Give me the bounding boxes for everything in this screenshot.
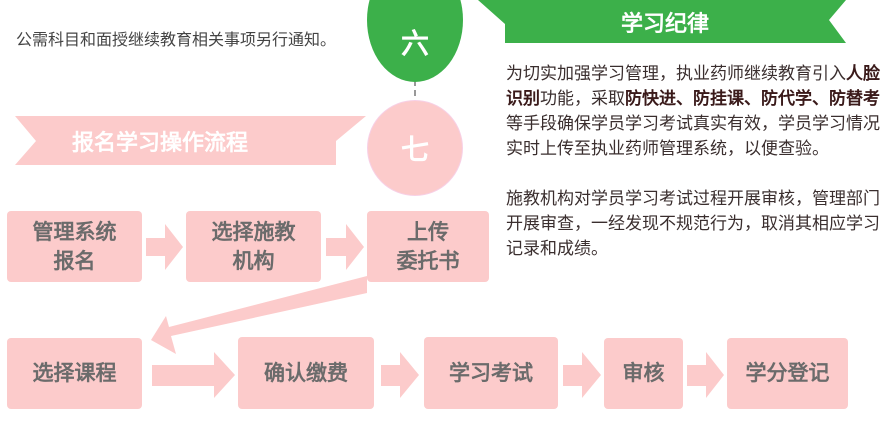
arrow-right: [152, 352, 235, 398]
highlight-text: 人脸识别: [506, 64, 880, 109]
text: 为切实加强学习管理，执业药师继续教育引入: [506, 64, 846, 84]
arrow-right: [563, 352, 601, 398]
discipline-paragraph-1: 为切实加强学习管理，执业药师继续教育引入人脸识别功能，采取防快进、防挂课、防代学…: [506, 62, 881, 162]
flow-step-register: 管理系统报名: [7, 211, 142, 282]
flow-step-study-exam: 学习考试: [424, 337, 558, 409]
discipline-banner-shape: [478, 0, 846, 43]
text: 功能，采取: [540, 89, 625, 109]
notice-text: 公需科目和面授继续教育相关事项另行通知。: [16, 30, 337, 49]
arrow-right: [146, 224, 183, 270]
step-label: 委托书: [396, 248, 460, 273]
step-label: 机构: [232, 248, 275, 273]
registration-banner-shape: [15, 116, 366, 165]
highlight-text: 防快进、防挂课、防代学、防替考: [625, 89, 880, 109]
flow-step-select-course: 选择课程: [7, 338, 142, 409]
dashed-connector: [414, 70, 416, 96]
step-label: 管理系统: [32, 219, 117, 244]
text: 等手段确保学员学习考试真实有效，学员学习情况实时上传至执业药师管理系统，以便查验…: [506, 114, 880, 159]
arrow-right: [381, 352, 419, 398]
discipline-paragraph-2: 施教机构对学员学习考试过程开展审核，管理部门开展审查，一经发现不规范行为，取消其…: [506, 189, 880, 259]
flow-step-confirm-payment: 确认缴费: [238, 337, 374, 409]
flow-step-upload-authorization: 上传委托书: [367, 211, 489, 282]
discipline-text: 为切实加强学习管理，执业药师继续教育引入人脸识别功能，采取防快进、防挂课、防代学…: [506, 62, 881, 262]
discipline-title: 学习纪律: [620, 11, 709, 37]
registration-title: 报名学习操作流程: [71, 130, 248, 156]
arrow-right: [687, 352, 724, 398]
flow-step-select-institution: 选择施教机构: [186, 211, 321, 282]
flow-step-credit-registration: 学分登记: [727, 338, 848, 409]
arrow-right: [326, 224, 364, 270]
flow-step-review: 审核: [604, 338, 683, 409]
arrow-diagonal: [151, 276, 367, 354]
step-label: 选择施教: [211, 219, 296, 244]
step-label: 上传: [407, 219, 449, 244]
step-label: 报名: [53, 248, 96, 273]
step-badge-seven: 七: [367, 100, 463, 196]
